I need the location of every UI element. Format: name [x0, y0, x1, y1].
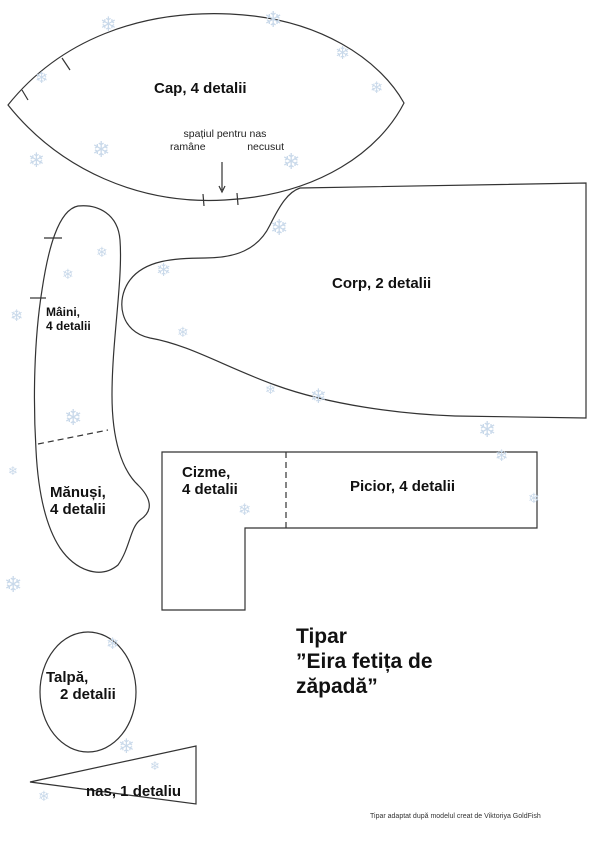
snowflake-icon: ❄	[310, 384, 327, 408]
head-notch	[61, 57, 71, 71]
page-title: Tipar ”Eira fetița de zăpadă”	[296, 624, 433, 700]
arm-piece-outline	[33, 205, 150, 573]
nose-gap-note-line: necusut	[247, 141, 284, 154]
snowflake-icon: ❄	[35, 68, 49, 87]
credit-note: Tipar adaptat după modelul creat de Vikt…	[370, 813, 541, 820]
snowflake-icon: ❄	[64, 406, 83, 431]
page-title-line: Tipar	[296, 625, 347, 648]
nose-gap-note-line: ramâne	[170, 141, 206, 154]
head-notch	[21, 89, 29, 101]
snowflake-icon: ❄	[38, 789, 50, 805]
snowflake-icon: ❄	[177, 325, 189, 341]
snowflake-icon: ❄	[270, 216, 289, 241]
snowflake-icon: ❄	[100, 12, 117, 36]
head-piece-outline	[7, 13, 405, 202]
arm-label-line: 4 detalii	[46, 318, 91, 333]
mitten-label: Mănuși, 4 detalii	[50, 484, 106, 519]
snowflake-icon: ❄	[118, 734, 135, 758]
sole-piece-outline	[39, 631, 137, 753]
snowflake-icon: ❄	[106, 634, 120, 653]
snowflake-icon: ❄	[8, 464, 19, 478]
snowflake-icon: ❄	[495, 446, 509, 465]
snowflake-icon: ❄	[4, 573, 23, 598]
snowflake-icon: ❄	[92, 138, 111, 163]
boot-label-line: 4 detalii	[182, 481, 238, 499]
head-notch	[236, 192, 239, 206]
snowflake-icon: ❄	[282, 150, 301, 175]
leg-piece-outline	[161, 451, 538, 611]
nose-label: nas, 1 detaliu	[86, 783, 182, 800]
head-notch	[202, 193, 205, 207]
nose-gap-note-line: spațiul pentru nas	[183, 128, 267, 140]
snowflake-icon: ❄	[10, 306, 24, 325]
snowflake-icon: ❄	[156, 260, 172, 281]
boot-label: Cizme, 4 detalii	[182, 464, 238, 499]
snowflake-icon: ❄	[238, 500, 252, 519]
mitten-label-line: Mănuși,	[50, 484, 106, 501]
body-label: Corp, 2 detalii	[332, 275, 432, 292]
snowflake-icon: ❄	[96, 245, 108, 261]
head-label: Cap, 4 detalii	[154, 80, 247, 97]
body-piece-outline	[121, 182, 587, 419]
nose-arrow-head	[218, 185, 226, 194]
nose-piece-outline	[29, 745, 197, 805]
boot-label-line: Cizme,	[182, 464, 231, 481]
page-title-line: zăpadă”	[296, 675, 378, 699]
snowflake-icon: ❄	[335, 43, 351, 64]
snowflake-icon: ❄	[478, 418, 497, 443]
snowflake-icon: ❄	[28, 148, 45, 172]
arm-label-line: Mâini,	[46, 305, 81, 319]
snowflake-icon: ❄	[528, 491, 540, 507]
nose-gap-note: spațiul pentru nas ramâne necusut	[160, 128, 290, 154]
snowflake-icon: ❄	[150, 759, 161, 773]
snowflake-icon: ❄	[265, 383, 276, 398]
mitten-seam	[37, 429, 109, 445]
snowflake-icon: ❄	[264, 8, 283, 33]
page-title-line: ”Eira fetița de	[296, 650, 433, 674]
sole-label-line: 2 detalii	[60, 686, 116, 704]
snowflake-icon: ❄	[370, 78, 384, 97]
mitten-label-line: 4 detalii	[50, 501, 106, 519]
snowflake-icon: ❄	[62, 267, 74, 283]
arm-label: Mâini, 4 detalii	[46, 305, 91, 334]
leg-label: Picior, 4 detalii	[350, 478, 456, 495]
sole-label-line: Talpă,	[46, 669, 89, 686]
sole-label: Talpă, 2 detalii	[46, 669, 116, 704]
